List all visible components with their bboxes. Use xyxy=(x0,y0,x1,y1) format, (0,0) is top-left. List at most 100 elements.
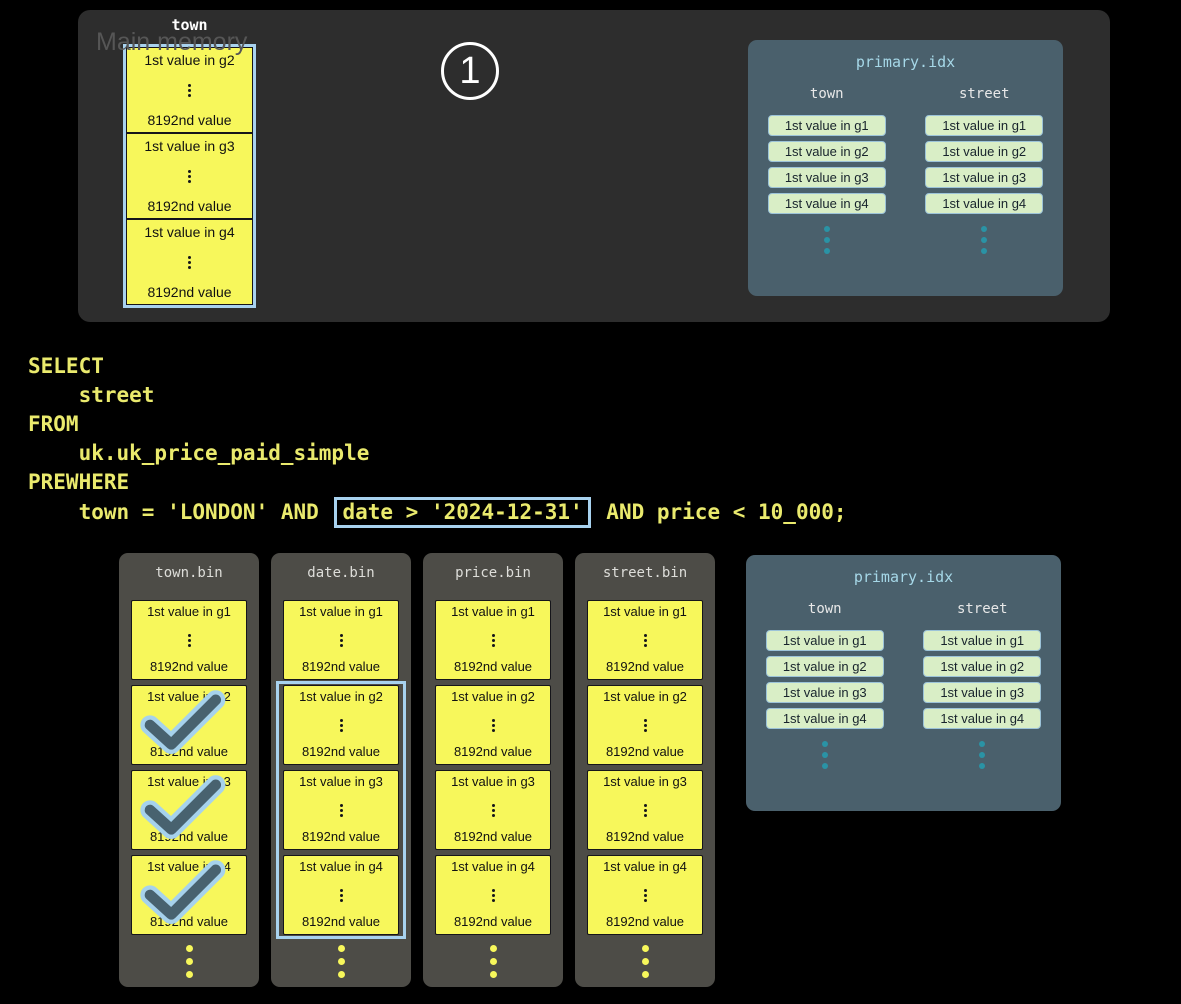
primary-index-entry: 1st value in g4 xyxy=(765,708,884,729)
bin-file-name: price.bin xyxy=(455,565,531,581)
granule-first-value-label: 1st value in g1 xyxy=(451,604,535,619)
granule-first-value-label: 1st value in g2 xyxy=(144,52,235,68)
granule-last-value-label: 8192nd value xyxy=(301,659,381,675)
dot xyxy=(491,718,495,722)
dot xyxy=(339,643,343,647)
granule-block: 1st value in g3 8192nd value xyxy=(587,770,703,850)
dot xyxy=(187,803,191,807)
granule-last-value-label: 8192nd value xyxy=(301,744,381,760)
step-number: 1 xyxy=(459,49,481,92)
dot xyxy=(643,813,647,817)
vertical-ellipsis-icon xyxy=(188,83,191,97)
dot xyxy=(337,971,345,978)
vertical-ellipsis-icon xyxy=(187,888,191,902)
dot xyxy=(979,741,986,747)
sql-condition-line: town = 'LONDON' AND date > '2024-12-31' … xyxy=(28,497,847,528)
granule-last-value-label: 8192nd value xyxy=(453,659,533,675)
primary-index-entry: 1st value in g2 xyxy=(925,141,1044,162)
dot xyxy=(643,898,647,902)
granule-last-value-label: 8192nd value xyxy=(301,829,381,845)
sql-line: SELECT xyxy=(28,354,104,378)
dot xyxy=(641,971,649,978)
granule-first-value-label: 1st value in g4 xyxy=(144,224,235,240)
primary-index-entry: 1st value in g2 xyxy=(765,656,884,677)
vertical-ellipsis-icon xyxy=(188,255,191,269)
dot xyxy=(187,633,191,637)
bin-file-name: town.bin xyxy=(155,565,223,581)
dot xyxy=(491,643,495,647)
vertical-ellipsis-icon xyxy=(339,718,343,732)
dot xyxy=(188,93,191,97)
dot xyxy=(185,945,193,952)
granule-first-value-label: 1st value in g3 xyxy=(603,774,687,789)
dot xyxy=(641,945,649,952)
vertical-ellipsis-icon xyxy=(187,633,191,647)
bin-file-name: street.bin xyxy=(602,565,688,581)
granule-block: 1st value in g2 8192nd value xyxy=(587,685,703,765)
dot xyxy=(643,633,647,637)
dot xyxy=(187,808,191,812)
step-1-badge: 1 xyxy=(441,42,499,100)
granule-last-value-label: 8192nd value xyxy=(147,197,232,214)
dot xyxy=(187,723,191,727)
dot xyxy=(185,971,193,978)
primary-index-title: primary.idx xyxy=(855,53,956,71)
dot xyxy=(489,945,497,952)
primary-index-entry: 1st value in g3 xyxy=(767,167,886,188)
more-granules-dots xyxy=(271,945,411,978)
granule-last-value-label: 8192nd value xyxy=(605,744,685,760)
dot xyxy=(821,741,828,747)
dot xyxy=(339,893,343,897)
granule-last-value-label: 8192nd value xyxy=(149,659,229,675)
dot xyxy=(188,88,191,92)
vertical-ellipsis-icon xyxy=(339,633,343,647)
sql-line: uk.uk_price_paid_simple xyxy=(28,441,370,465)
dot xyxy=(643,888,647,892)
dot xyxy=(188,179,191,183)
granule-first-value-label: 1st value in g4 xyxy=(147,859,231,874)
dot xyxy=(981,226,988,232)
dot xyxy=(339,638,343,642)
sql-text-before: town = 'LONDON' AND xyxy=(28,500,332,524)
granule-block: 1st value in g1 8192nd value xyxy=(435,600,551,680)
dot xyxy=(187,638,191,642)
granule-last-value-label: 8192nd value xyxy=(605,829,685,845)
more-entries-dots xyxy=(979,741,986,769)
primary-index-entry: 1st value in g3 xyxy=(765,682,884,703)
vertical-ellipsis-icon xyxy=(491,633,495,647)
memory-column-header: town xyxy=(171,16,208,34)
primary-index-entry: 1st value in g1 xyxy=(925,115,1044,136)
dot xyxy=(823,248,830,254)
dot xyxy=(188,255,191,259)
granule-first-value-label: 1st value in g4 xyxy=(299,859,383,874)
dot xyxy=(491,728,495,732)
dot xyxy=(643,723,647,727)
granule-first-value-label: 1st value in g2 xyxy=(451,689,535,704)
dot xyxy=(339,898,343,902)
sql-line: FROM xyxy=(28,412,79,436)
dot xyxy=(187,813,191,817)
vertical-ellipsis-icon xyxy=(643,803,647,817)
primary-index-column-header: street xyxy=(958,86,1010,102)
sql-line: street xyxy=(28,383,155,407)
dot xyxy=(188,265,191,269)
dot xyxy=(491,888,495,892)
granule-first-value-label: 1st value in g2 xyxy=(603,689,687,704)
dot xyxy=(641,958,649,965)
dot xyxy=(337,945,345,952)
primary-index-title: primary.idx xyxy=(853,568,954,586)
